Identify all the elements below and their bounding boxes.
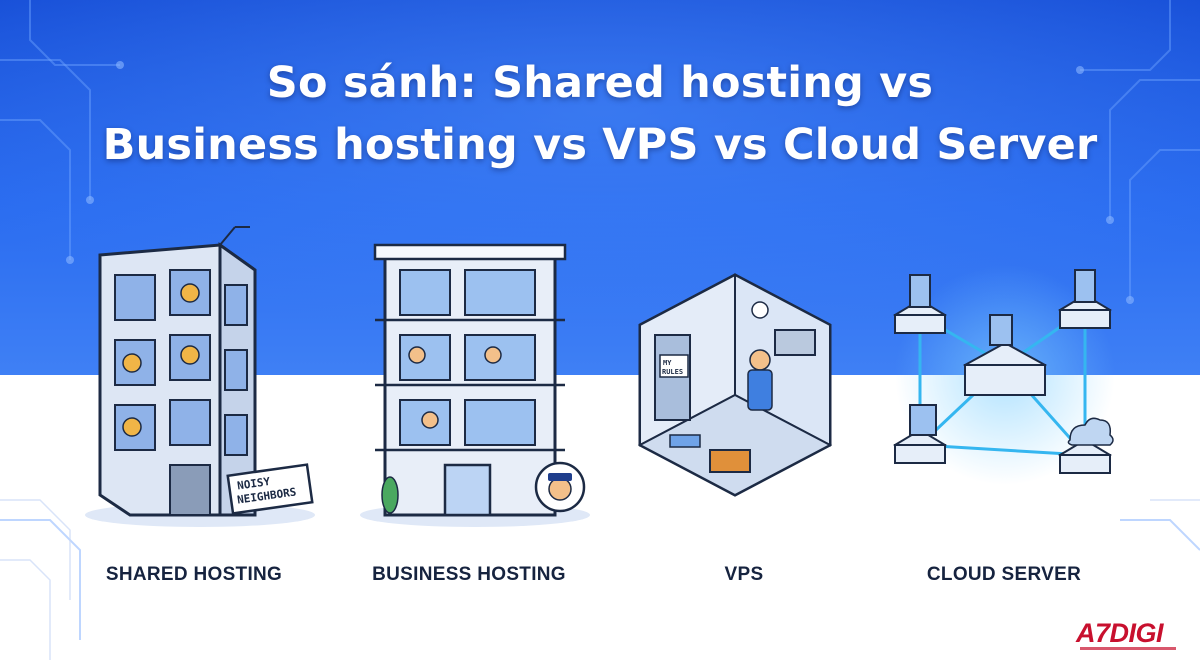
security-guard-icon	[534, 461, 586, 513]
modern-building-icon	[360, 243, 590, 527]
server-network-icon	[893, 265, 1115, 485]
svg-text:NOISY: NOISY	[236, 475, 271, 493]
vps-label: VPS	[724, 564, 764, 585]
svg-text:RULES: RULES	[662, 368, 683, 376]
shared-hosting-panel: NOISY NEIGHBORS	[70, 215, 330, 535]
apartment-building-icon: NOISY NEIGHBORS	[85, 226, 315, 527]
shared-hosting-label: SHARED HOSTING	[105, 564, 283, 585]
private-room-icon: MY RULES	[637, 273, 833, 497]
logo-underline	[1080, 647, 1176, 650]
cloud-server-label: CLOUD SERVER	[926, 564, 1082, 585]
title-line-2: Business hosting vs VPS vs Cloud Server	[102, 120, 1098, 170]
svg-text:MY: MY	[663, 359, 672, 367]
title-line-1: So sánh: Shared hosting vs	[266, 58, 934, 108]
cloud-server-panel	[880, 215, 1140, 535]
business-hosting-label: BUSINESS HOSTING	[372, 564, 566, 585]
vps-panel: MY RULES	[620, 215, 880, 535]
business-hosting-panel	[345, 215, 605, 535]
brand-logo: A7DIGI	[1060, 616, 1182, 656]
page-title: So sánh: Shared hosting vs Business host…	[0, 52, 1200, 176]
logo-text: A7DIGI	[1076, 618, 1164, 648]
